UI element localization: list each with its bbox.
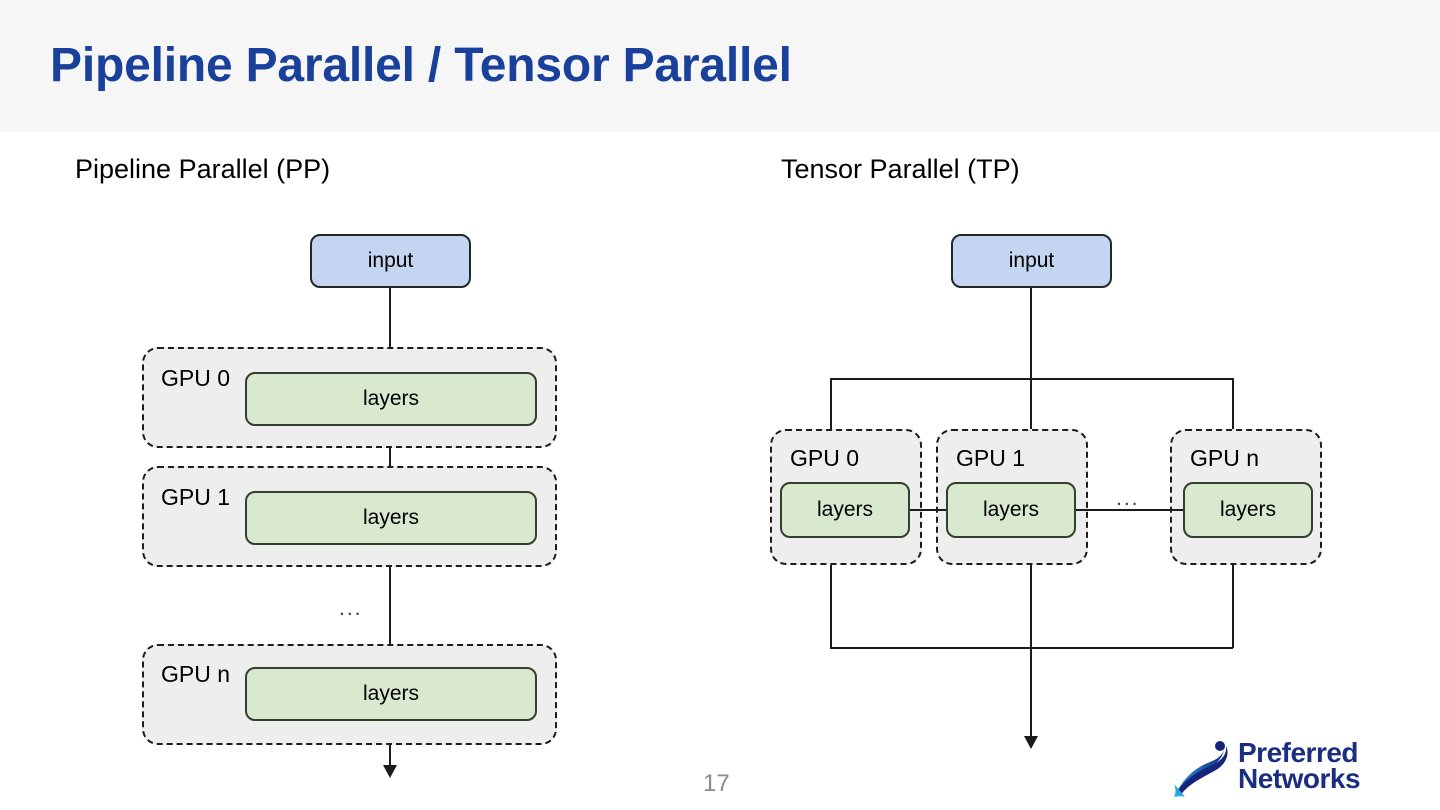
pp-output-arrowhead [383, 765, 397, 778]
pp-input-node: input [310, 234, 471, 288]
pp-gpu-label-0: GPU 0 [161, 365, 231, 391]
tp-layers-label-0: layers [816, 498, 874, 521]
tensor-parallel-heading: Tensor Parallel (TP) [781, 154, 1020, 184]
pp-layers-node-0: layers [245, 372, 537, 426]
tp-layers-node-n: layers [1183, 482, 1313, 538]
logo-line-2: Networks [1238, 762, 1361, 794]
tp-layers-label-n: layers [1219, 498, 1277, 521]
tp-edge-fanout-to-gpun [1232, 378, 1234, 430]
tp-layers-node-0: layers [780, 482, 910, 538]
tp-edge-gpu0-to-fanin [830, 565, 832, 648]
tp-edge-fanout-to-gpu0 [830, 378, 832, 430]
pp-layers-label-n: layers [362, 682, 420, 705]
tp-output-arrowhead [1024, 736, 1038, 749]
tp-gpu-label-n: GPU n [1190, 445, 1260, 471]
page-number: 17 [703, 770, 730, 797]
tp-edge-output-trunk [1030, 565, 1032, 740]
tp-gpu-label-1: GPU 1 [956, 445, 1026, 471]
tp-edge-gpun-to-fanin [1232, 565, 1234, 648]
pp-gpu-label-n: GPU n [161, 661, 231, 687]
pp-gpu-label-1: GPU 1 [161, 484, 231, 510]
page-title: Pipeline Parallel / Tensor Parallel [50, 39, 792, 92]
tp-fanout-bus [830, 378, 1233, 380]
tp-input-label: input [1008, 249, 1055, 272]
pp-edge-output [389, 745, 391, 769]
pp-layers-node-1: layers [245, 491, 537, 545]
preferred-networks-mark-icon [1174, 741, 1228, 797]
tp-layers-label-1: layers [982, 498, 1040, 521]
pp-edge-input-to-gpu0 [389, 288, 391, 348]
tp-peer-link-1-n [1076, 509, 1183, 511]
pipeline-parallel-heading: Pipeline Parallel (PP) [75, 154, 331, 184]
pp-layers-label-1: layers [362, 506, 420, 529]
tp-ellipsis: ... [1116, 487, 1140, 510]
tp-input-node: input [951, 234, 1112, 288]
pp-edge-gpu1-to-gpun [389, 567, 391, 645]
pp-input-label: input [367, 249, 414, 272]
preferred-networks-wordmark: Preferred Networks [1238, 737, 1361, 794]
pp-layers-label-0: layers [362, 387, 420, 410]
slide-header-band [0, 0, 1440, 132]
preferred-networks-logo: Preferred Networks [1172, 737, 1422, 800]
tp-peer-link-0-1 [910, 509, 946, 511]
logo-line-1: Preferred [1238, 737, 1359, 768]
tp-layers-node-1: layers [946, 482, 1076, 538]
tp-edge-input-trunk [1030, 288, 1032, 430]
pp-layers-node-n: layers [245, 667, 537, 721]
pp-ellipsis: ... [339, 597, 363, 620]
pp-edge-gpu0-to-gpu1 [389, 448, 391, 467]
tp-gpu-label-0: GPU 0 [790, 445, 860, 471]
